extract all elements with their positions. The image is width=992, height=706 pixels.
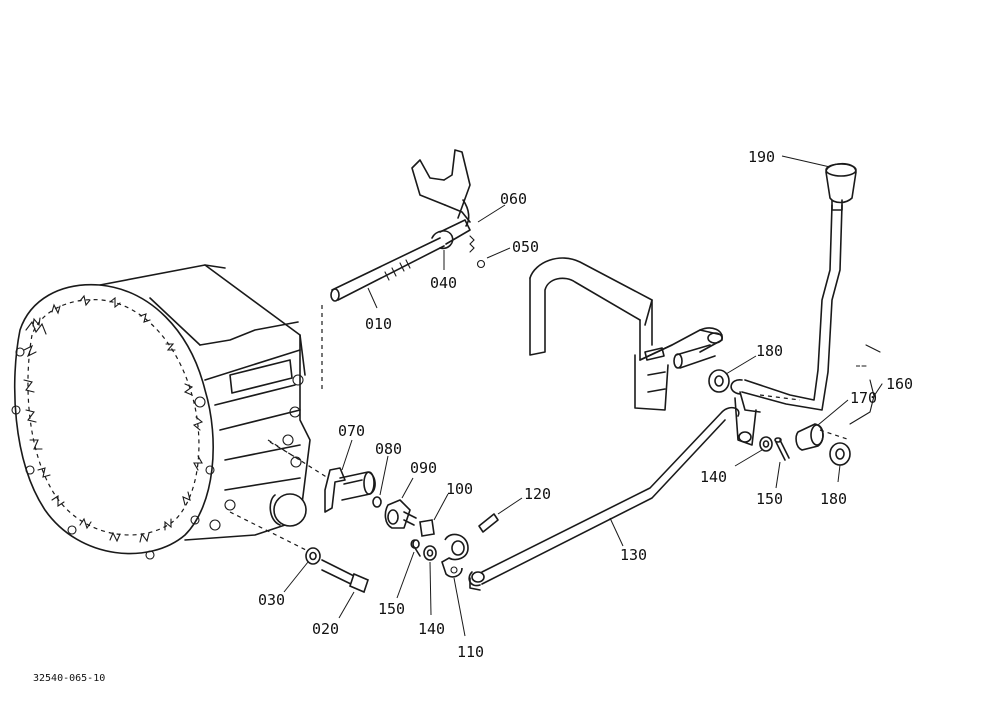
label-120: 120 [524, 485, 551, 503]
label-030: 030 [258, 591, 285, 609]
link-rod [468, 406, 740, 591]
shift-lever [708, 162, 857, 466]
label-070: 070 [338, 422, 365, 440]
label-190: 190 [748, 148, 775, 166]
label-160: 160 [886, 375, 913, 393]
label-170: 170 [850, 389, 877, 407]
bracket [529, 257, 723, 411]
label-100: 100 [446, 480, 473, 498]
shift-fork-assembly [330, 149, 486, 302]
label-010: 010 [365, 315, 392, 333]
label-040: 040 [430, 274, 457, 292]
label-020: 020 [312, 620, 339, 638]
label-130: 130 [620, 546, 647, 564]
label-050: 050 [512, 238, 539, 256]
part-labels: 190 060 050 040 010 180 160 170 070 080 … [33, 148, 913, 684]
lower-shaft-assembly [269, 441, 499, 594]
label-140-left: 140 [418, 620, 445, 638]
transmission-housing [11, 264, 329, 560]
label-090: 090 [410, 459, 437, 477]
label-180-top: 180 [756, 342, 783, 360]
label-140-right: 140 [700, 468, 727, 486]
label-110: 110 [457, 643, 484, 661]
label-080: 080 [375, 440, 402, 458]
reference-code: 32540-065-10 [33, 673, 105, 684]
label-180-bottom: 180 [820, 490, 847, 508]
label-150-right: 150 [756, 490, 783, 508]
label-150-left: 150 [378, 600, 405, 618]
label-060: 060 [500, 190, 527, 208]
leader-lines [283, 155, 883, 637]
